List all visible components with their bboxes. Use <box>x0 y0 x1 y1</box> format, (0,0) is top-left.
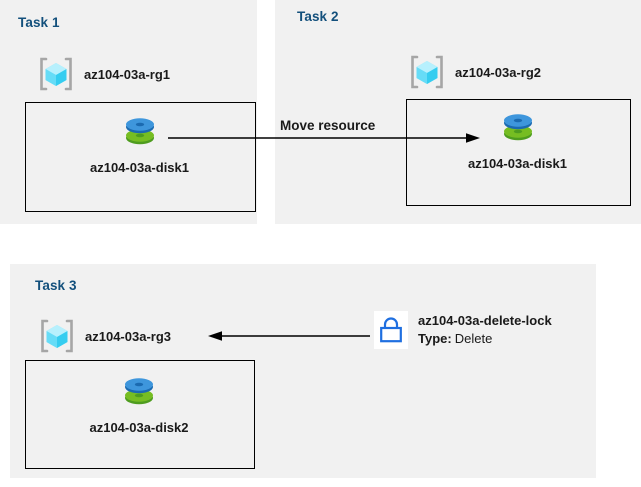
task-1-heading: Task 1 <box>18 15 60 30</box>
delete-lock-type-value: Delete <box>454 331 493 346</box>
resource-group-3: az104-03a-rg3 <box>37 316 171 356</box>
managed-disk-icon <box>503 114 532 141</box>
move-resource-arrow <box>168 133 480 143</box>
disk-2: az104-03a-disk1 <box>406 108 629 171</box>
task-2-panel: Task 2 az104-03a-rg2 az104-03a-disk1 <box>275 0 641 224</box>
delete-lock-arrow <box>208 331 370 341</box>
lock-icon-background <box>374 311 408 349</box>
disk-3-label: az104-03a-disk2 <box>89 420 189 435</box>
disk-3: az104-03a-disk2 <box>25 372 253 435</box>
delete-lock-name: az104-03a-delete-lock <box>418 313 552 328</box>
task-3-heading: Task 3 <box>35 278 77 293</box>
resource-group-cube-icon <box>40 57 72 91</box>
managed-disk-icon <box>125 378 153 405</box>
delete-lock-type-key: Type: <box>418 331 452 346</box>
delete-lock-type-line: Type:Delete <box>418 330 552 347</box>
task-3-panel: Task 3 az104-03a-rg3 az104-03a-disk2 <box>10 264 596 478</box>
managed-disk-icon <box>125 118 154 145</box>
resource-group-cube-icon <box>41 319 73 353</box>
delete-lock-block: az104-03a-delete-lock Type:Delete <box>374 311 552 349</box>
task-3-resource-group-box <box>25 360 255 469</box>
resource-group-1: az104-03a-rg1 <box>36 54 170 94</box>
task-2-heading: Task 2 <box>297 9 339 24</box>
task-1-resource-group-box <box>25 102 256 212</box>
disk-1: az104-03a-disk1 <box>25 112 254 175</box>
resource-group-3-label: az104-03a-rg3 <box>85 328 171 344</box>
lock-icon <box>380 317 402 343</box>
disk-1-label: az104-03a-disk1 <box>89 160 189 175</box>
resource-group-2-label: az104-03a-rg2 <box>455 64 541 80</box>
resource-group-2: az104-03a-rg2 <box>407 52 541 92</box>
resource-group-cube-icon <box>411 55 443 89</box>
delete-lock-text: az104-03a-delete-lock Type:Delete <box>418 313 552 347</box>
move-resource-label: Move resource <box>280 118 376 133</box>
task-2-resource-group-box <box>406 99 631 206</box>
task-1-panel: Task 1 az104-03a-rg1 az104-03a-disk1 <box>0 0 257 224</box>
resource-group-1-label: az104-03a-rg1 <box>84 66 170 82</box>
disk-2-label: az104-03a-disk1 <box>467 156 567 171</box>
